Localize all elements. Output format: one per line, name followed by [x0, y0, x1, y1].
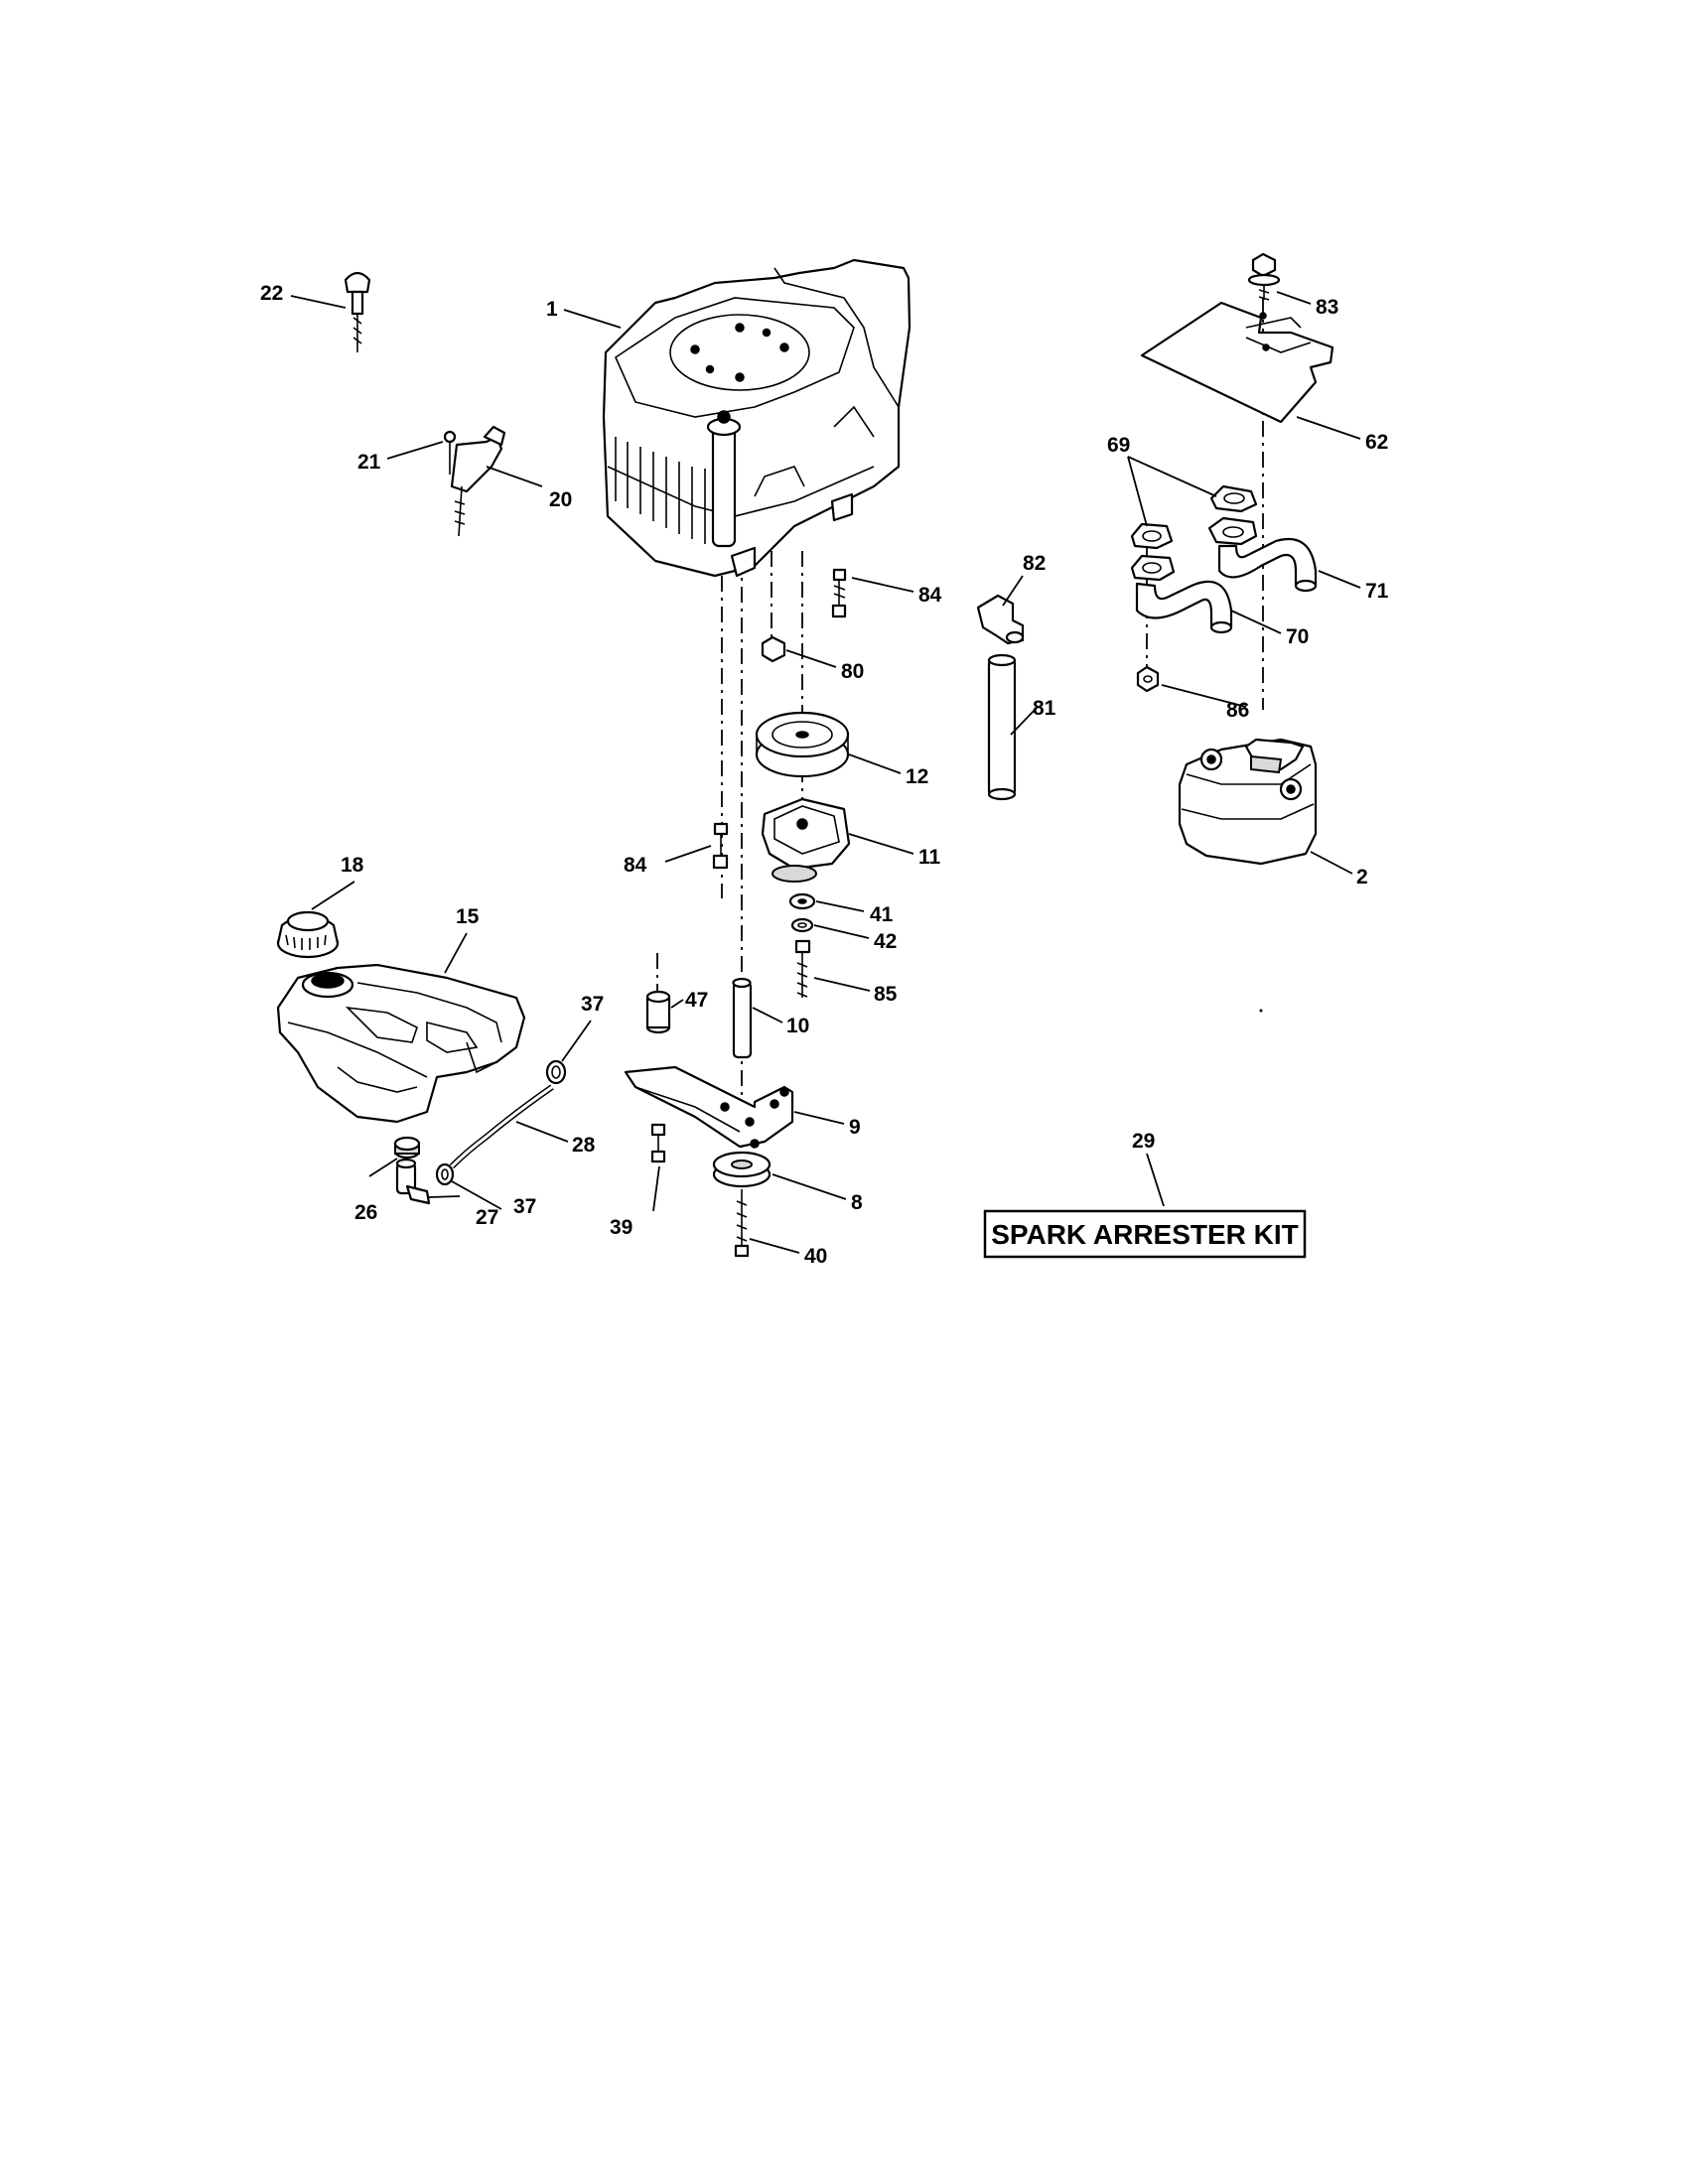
callout-10: 10 — [786, 1015, 809, 1037]
idler-pulley-8 — [712, 1151, 772, 1188]
callout-62: 62 — [1365, 431, 1388, 454]
fuel-cap-18 — [276, 910, 340, 959]
callout-85: 85 — [874, 983, 898, 1006]
callout-81: 81 — [1033, 697, 1056, 720]
callout-83: 83 — [1316, 296, 1338, 319]
callout-29: 29 — [1132, 1130, 1155, 1153]
grommet-26 — [393, 1136, 421, 1160]
callout-47: 47 — [685, 989, 708, 1012]
gasket-69-b — [1130, 522, 1174, 550]
callout-20: 20 — [549, 488, 572, 511]
callout-69: 69 — [1107, 434, 1130, 457]
bolt-40 — [734, 1189, 750, 1258]
callout-12: 12 — [906, 765, 928, 788]
callout-37-lower: 37 — [513, 1195, 536, 1218]
callout-40: 40 — [804, 1245, 827, 1268]
dipstick-cap-part — [344, 271, 371, 352]
callout-26: 26 — [354, 1201, 377, 1224]
fitting-27 — [395, 1158, 431, 1205]
bolt-84-upper — [831, 568, 847, 618]
spacer-10 — [732, 977, 753, 1059]
callout-1: 1 — [546, 298, 558, 321]
callout-28: 28 — [572, 1134, 596, 1157]
washer-42 — [790, 917, 814, 933]
callout-41: 41 — [870, 903, 894, 926]
callout-27: 27 — [476, 1206, 498, 1229]
fuel-tank-15 — [276, 963, 526, 1124]
bracket-plate-9 — [624, 1065, 794, 1149]
nut-86 — [1136, 665, 1160, 693]
heat-shield-62 — [1140, 301, 1334, 424]
callout-9: 9 — [849, 1116, 861, 1139]
leader-lines — [290, 291, 1361, 1254]
callout-37-upper: 37 — [581, 993, 604, 1016]
gasket-69-a — [1209, 484, 1258, 513]
callout-42: 42 — [874, 930, 897, 953]
callout-labels: 22 1 21 20 84 80 12 11 84 41 42 85 47 10… — [260, 282, 1389, 1268]
engine-part — [602, 258, 912, 578]
callout-70: 70 — [1286, 625, 1309, 648]
bolt-85 — [794, 939, 811, 998]
spark-arrester-kit-label: SPARK ARRESTER KIT — [991, 1219, 1299, 1250]
callout-82: 82 — [1023, 552, 1046, 575]
callout-86: 86 — [1226, 699, 1249, 722]
callout-15: 15 — [456, 905, 480, 928]
muffler-2 — [1178, 738, 1318, 866]
clamp-37-upper — [545, 1059, 567, 1085]
exhaust-pipe-70 — [1130, 554, 1233, 634]
callout-22: 22 — [260, 282, 283, 305]
elbow-82 — [976, 594, 1025, 645]
pulley-12 — [755, 711, 850, 778]
callout-18: 18 — [341, 854, 364, 877]
spacer-47 — [645, 990, 671, 1034]
bolt-84-lower — [712, 822, 729, 870]
clamp-37-lower — [435, 1162, 455, 1186]
exhaust-pipe-71 — [1207, 516, 1318, 593]
callout-21: 21 — [357, 451, 381, 474]
stray-dot — [1259, 1009, 1263, 1013]
nut-80 — [761, 635, 786, 663]
bolt-39 — [650, 1123, 666, 1163]
fuel-line-28 — [449, 1084, 554, 1169]
washer-41 — [788, 892, 816, 910]
callout-84-upper: 84 — [918, 584, 942, 607]
callout-8: 8 — [851, 1191, 863, 1214]
callout-2: 2 — [1356, 866, 1368, 888]
bolt-83 — [1247, 252, 1281, 301]
oil-fill-tube-part — [443, 425, 506, 537]
spark-arrester-kit-box: SPARK ARRESTER KIT — [983, 1209, 1307, 1259]
callout-11: 11 — [918, 846, 941, 869]
callout-80: 80 — [841, 660, 864, 683]
callout-39: 39 — [610, 1216, 632, 1239]
callout-71: 71 — [1365, 580, 1389, 603]
tube-81 — [987, 653, 1017, 801]
callout-84-lower: 84 — [624, 854, 647, 877]
clutch-11 — [761, 797, 851, 883]
